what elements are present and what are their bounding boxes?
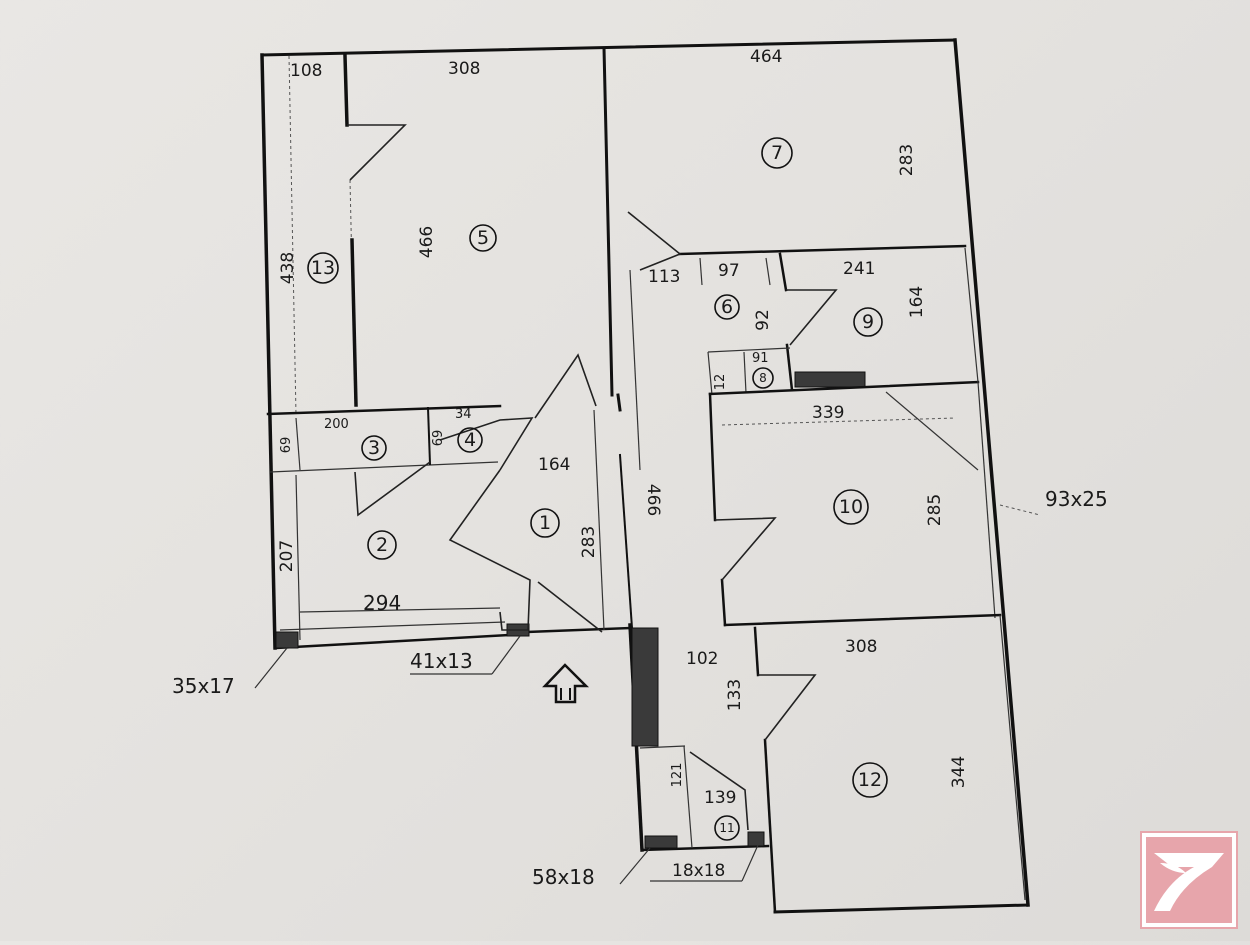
room-3-label: 3 bbox=[368, 437, 380, 459]
note-41x13: 41x13 bbox=[410, 649, 473, 673]
dim-164-room9: 164 bbox=[907, 286, 927, 318]
dim-121: 121 bbox=[670, 763, 685, 788]
note-93x25: 93x25 bbox=[1045, 487, 1108, 511]
dim-97: 97 bbox=[718, 261, 740, 281]
room-9-label: 9 bbox=[862, 311, 874, 333]
hatched-wall-corridor bbox=[631, 627, 659, 747]
dim-308-top: 308 bbox=[448, 59, 480, 79]
dim-102: 102 bbox=[686, 649, 718, 669]
dim-108: 108 bbox=[290, 61, 322, 81]
dim-139: 139 bbox=[704, 788, 736, 808]
room-5-label: 5 bbox=[477, 227, 489, 249]
dim-207: 207 bbox=[277, 540, 297, 572]
dim-69-a: 69 bbox=[279, 437, 294, 454]
dim-283-room1: 283 bbox=[579, 526, 599, 558]
vent-18x18 bbox=[747, 831, 765, 847]
dim-164-room1: 164 bbox=[538, 455, 570, 475]
note-18x18: 18x18 bbox=[672, 861, 725, 881]
dim-91: 91 bbox=[752, 351, 769, 366]
dim-12: 12 bbox=[713, 374, 728, 391]
dimension-labels: 108 308 464 438 466 283 113 97 241 92 16… bbox=[277, 47, 969, 808]
dim-34: 34 bbox=[455, 407, 472, 422]
vent-duct bbox=[794, 371, 866, 388]
dim-241: 241 bbox=[843, 259, 875, 279]
room-2-label: 2 bbox=[376, 534, 388, 556]
dim-438: 438 bbox=[278, 252, 298, 284]
dim-92: 92 bbox=[753, 309, 773, 331]
dim-283-room7: 283 bbox=[897, 144, 917, 176]
room-13-label: 13 bbox=[311, 257, 335, 279]
dim-133: 133 bbox=[725, 679, 745, 711]
door-swings bbox=[347, 124, 979, 831]
dim-466-mid: 466 bbox=[643, 484, 663, 516]
dim-285: 285 bbox=[925, 494, 945, 526]
vent-35x17 bbox=[275, 631, 299, 649]
room-7-label: 7 bbox=[771, 142, 783, 164]
vent-notes: 35x17 41x13 93x25 58x18 18x18 bbox=[172, 487, 1108, 889]
room-6-label: 6 bbox=[721, 296, 733, 318]
dim-308-room12: 308 bbox=[845, 637, 877, 657]
room-1-label: 1 bbox=[539, 512, 551, 534]
dim-466-left: 466 bbox=[417, 226, 437, 258]
dim-339: 339 bbox=[812, 403, 844, 423]
dim-294: 294 bbox=[363, 591, 401, 615]
room-8-label: 8 bbox=[759, 371, 767, 385]
interior-walls bbox=[266, 46, 1026, 901]
entrance-arrow-icon bbox=[542, 663, 590, 704]
room-11-label: 11 bbox=[719, 821, 734, 835]
note-35x17: 35x17 bbox=[172, 674, 235, 698]
room-4-label: 4 bbox=[464, 429, 476, 451]
room-10-label: 10 bbox=[839, 496, 863, 518]
dim-69-b: 69 bbox=[431, 430, 446, 447]
vent-58x18 bbox=[644, 835, 678, 849]
dim-200: 200 bbox=[324, 417, 349, 432]
room-12-label: 12 bbox=[858, 769, 882, 791]
note-58x18: 58x18 bbox=[532, 865, 595, 889]
room-labels: 1 2 3 4 5 6 7 8 9 10 11 12 13 bbox=[307, 137, 888, 841]
dim-344: 344 bbox=[949, 756, 969, 788]
dim-113: 113 bbox=[648, 267, 680, 287]
brand-logo-icon bbox=[1140, 831, 1238, 929]
dim-464: 464 bbox=[750, 47, 782, 67]
